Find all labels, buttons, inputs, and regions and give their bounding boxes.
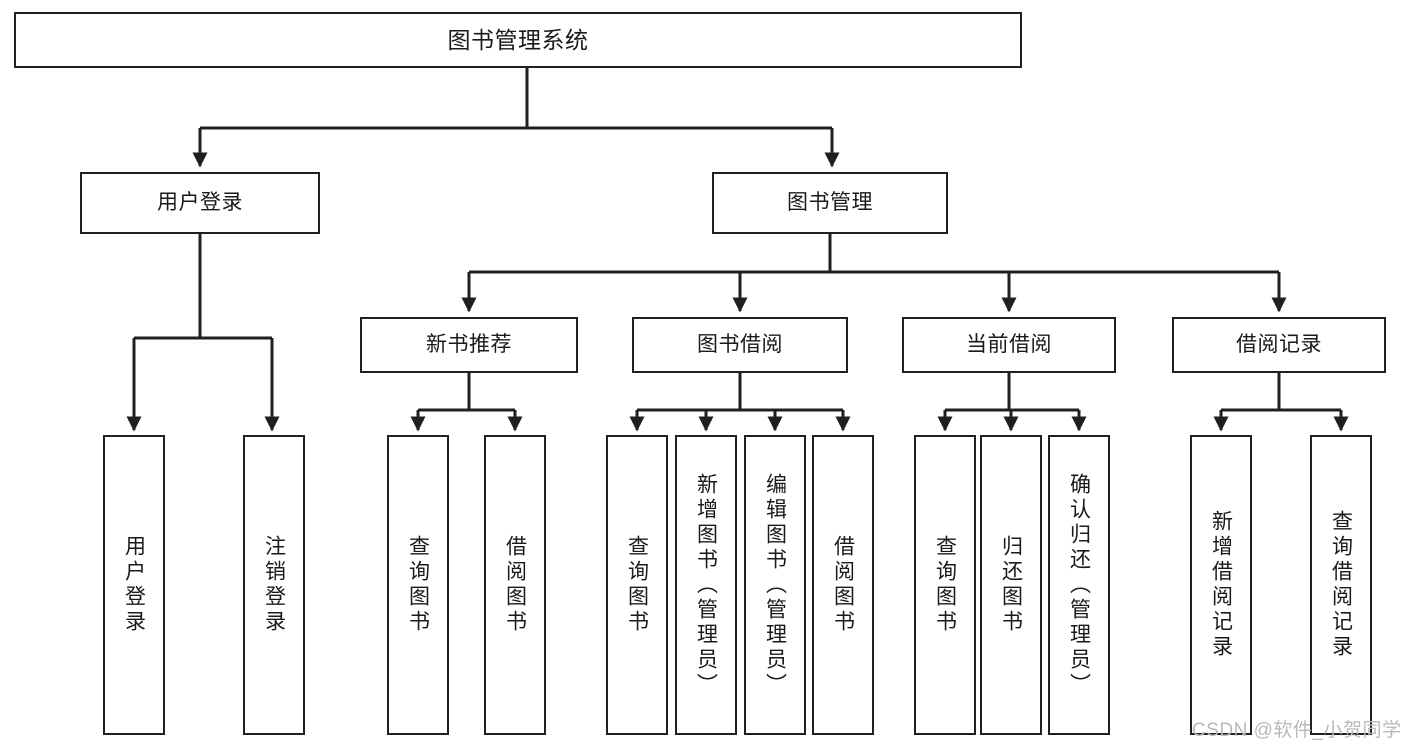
node-leaf-query-book-1-label: 查询图书 (406, 535, 430, 635)
node-current-borrow-label: 当前借阅 (966, 332, 1052, 356)
node-leaf-confirm-return-label: 确认归还（管理员） (1067, 472, 1091, 698)
node-leaf-query-record-label: 查询借阅记录 (1329, 510, 1353, 660)
node-book-borrow[interactable]: 图书借阅 (632, 317, 848, 373)
node-root[interactable]: 图书管理系统 (14, 12, 1022, 68)
node-leaf-query-book-2[interactable]: 查询图书 (606, 435, 668, 735)
node-leaf-query-book-1[interactable]: 查询图书 (387, 435, 449, 735)
node-leaf-query-book-3-label: 查询图书 (933, 535, 957, 635)
node-leaf-logout-label: 注销登录 (262, 535, 286, 635)
node-book-manage[interactable]: 图书管理 (712, 172, 948, 234)
node-borrow-record-label: 借阅记录 (1236, 332, 1322, 356)
node-new-book-recommend-label: 新书推荐 (426, 332, 512, 356)
node-leaf-add-book-label: 新增图书（管理员） (694, 472, 718, 698)
node-leaf-user-login[interactable]: 用户登录 (103, 435, 165, 735)
node-leaf-return-book[interactable]: 归还图书 (980, 435, 1042, 735)
node-leaf-borrow-book-2[interactable]: 借阅图书 (812, 435, 874, 735)
node-leaf-edit-book[interactable]: 编辑图书（管理员） (744, 435, 806, 735)
node-leaf-add-record[interactable]: 新增借阅记录 (1190, 435, 1252, 735)
node-leaf-confirm-return[interactable]: 确认归还（管理员） (1048, 435, 1110, 735)
node-leaf-query-book-2-label: 查询图书 (625, 535, 649, 635)
node-leaf-borrow-book-2-label: 借阅图书 (831, 535, 855, 635)
node-root-label: 图书管理系统 (447, 26, 589, 53)
node-current-borrow[interactable]: 当前借阅 (902, 317, 1116, 373)
csdn-watermark: CSDN @软件_小贺同学 (1192, 720, 1402, 741)
node-leaf-add-record-label: 新增借阅记录 (1209, 510, 1233, 660)
node-leaf-borrow-book-1-label: 借阅图书 (503, 535, 527, 635)
node-leaf-logout[interactable]: 注销登录 (243, 435, 305, 735)
node-book-manage-label: 图书管理 (787, 190, 873, 214)
node-book-borrow-label: 图书借阅 (697, 332, 783, 356)
node-new-book-recommend[interactable]: 新书推荐 (360, 317, 578, 373)
node-borrow-record[interactable]: 借阅记录 (1172, 317, 1386, 373)
node-leaf-query-record[interactable]: 查询借阅记录 (1310, 435, 1372, 735)
node-leaf-user-login-label: 用户登录 (122, 535, 146, 635)
node-leaf-edit-book-label: 编辑图书（管理员） (763, 472, 787, 698)
node-leaf-borrow-book-1[interactable]: 借阅图书 (484, 435, 546, 735)
node-leaf-query-book-3[interactable]: 查询图书 (914, 435, 976, 735)
node-user-login-label: 用户登录 (157, 190, 243, 214)
node-user-login[interactable]: 用户登录 (80, 172, 320, 234)
node-leaf-return-book-label: 归还图书 (999, 535, 1023, 635)
node-leaf-add-book[interactable]: 新增图书（管理员） (675, 435, 737, 735)
